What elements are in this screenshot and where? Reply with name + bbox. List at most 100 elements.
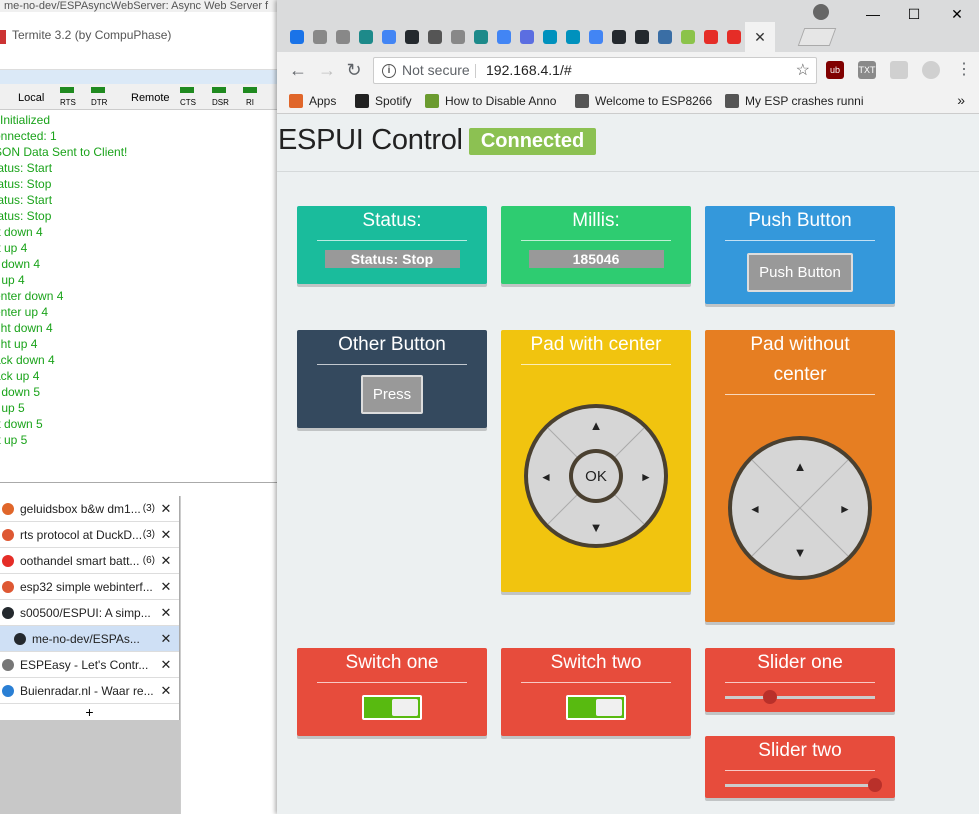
bookmark-icon [725,94,739,108]
log-line: r down 4 [0,257,41,271]
pad-center-ok-button[interactable] [573,453,619,499]
page-title: ESPUI Control [278,124,463,156]
pad-right-button[interactable]: ► [839,502,851,516]
rts-label: RTS [60,98,76,107]
close-icon[interactable]: ✕ [160,500,172,516]
browser-tab[interactable] [469,22,492,52]
close-icon[interactable]: ✕ [160,682,172,698]
close-icon[interactable]: ✕ [160,578,172,594]
close-tab-icon[interactable]: ✕ [754,28,766,45]
favicon-icon [473,30,488,44]
browser-tab[interactable] [722,22,745,52]
sidebar-tab-item[interactable]: oothandel smart batt...(6)✕ [0,548,179,574]
switch-one-toggle[interactable] [362,695,422,720]
sidebar-tab-item[interactable]: me-no-dev/ESPAs...✕ [0,626,179,652]
bookmark-item[interactable]: Welcome to ESP8266 [575,94,712,108]
ublock-extension-icon[interactable]: ub [826,61,844,79]
log-line: r up 5 [0,401,25,415]
browser-tab[interactable] [377,22,400,52]
sidebar-tab-item[interactable]: rts protocol at DuckD...(3)✕ [0,522,179,548]
browser-tab[interactable] [492,22,515,52]
back-icon[interactable]: ← [289,60,307,80]
bookmarks-more-icon[interactable]: » [957,92,965,108]
url-text[interactable]: 192.168.4.1/# [486,62,572,78]
pad-left-button[interactable]: ◄ [749,502,761,516]
browser-tab[interactable] [331,22,354,52]
bookmark-item[interactable]: My ESP crashes runni [725,94,864,108]
favicon-icon [496,30,511,44]
sidebar-tab-item[interactable]: ESPEasy - Let's Contr... ✕ [0,652,179,678]
bookmark-icon [289,94,303,108]
browser-tab[interactable] [676,22,699,52]
maximize-icon[interactable]: ☐ [907,6,921,22]
pad-down-button[interactable]: ▼ [590,520,603,535]
close-icon[interactable]: ✕ [160,526,172,542]
new-tab-button[interactable] [797,28,837,46]
reload-icon[interactable]: ↻ [346,60,362,80]
sidebar-tab-title: ESPEasy - Let's Contr... [20,657,149,672]
slider-two-card: Slider two [705,736,895,798]
pad-up-button[interactable]: ▲ [590,418,603,433]
pad-divider-line [751,459,849,557]
log-line: onnected: 1 [0,129,57,143]
txt-extension-icon[interactable]: TXT [858,61,876,79]
extension-icon[interactable] [890,61,908,79]
pad-up-button[interactable]: ▲ [794,459,807,474]
sidebar-tab-item[interactable]: geluidsbox b&w dm1...(3)✕ [0,496,179,522]
add-tab-icon[interactable]: + [85,704,94,720]
favicon-icon [542,30,557,44]
browser-tab[interactable] [607,22,630,52]
browser-tab[interactable] [515,22,538,52]
pad-right-button[interactable]: ► [640,470,652,484]
favicon-icon [2,684,14,697]
profile-icon[interactable] [813,4,829,20]
forward-icon[interactable]: → [318,60,336,80]
ri-label: RI [246,98,254,107]
browser-tab[interactable] [354,22,377,52]
browser-tab[interactable] [423,22,446,52]
rts-led [60,87,74,93]
slider-two-thumb[interactable] [868,778,882,792]
minimize-icon[interactable]: — [866,6,880,22]
switch-two-toggle[interactable] [566,695,626,720]
press-button[interactable]: Press [361,375,423,414]
bookmark-item[interactable]: How to Disable Anno [425,94,556,108]
bookmark-item[interactable]: Apps [289,94,336,108]
browser-tab[interactable] [285,22,308,52]
info-icon[interactable]: i [382,64,396,78]
browser-tab[interactable] [400,22,423,52]
close-icon[interactable]: ✕ [160,552,172,568]
sidebar-tab-item[interactable]: s00500/ESPUI: A simp...✕ [0,600,179,626]
address-bar[interactable]: i Not secure 192.168.4.1/# ☆ [373,57,817,84]
sidebar-tab-item[interactable]: esp32 simple webinterf...✕ [0,574,179,600]
extension-circle-icon[interactable] [922,61,940,79]
browser-tab[interactable] [538,22,561,52]
slider-one-thumb[interactable] [763,690,777,704]
browser-tab[interactable] [561,22,584,52]
bookmark-star-icon[interactable]: ☆ [795,62,810,79]
close-icon[interactable]: ✕ [160,630,172,646]
browser-tab[interactable] [653,22,676,52]
bookmark-item[interactable]: Spotify [355,94,412,108]
close-window-icon[interactable]: ✕ [951,6,963,22]
active-browser-tab[interactable]: ✕ [745,22,775,52]
pad-with-center: OK ▲ ▼ ◄ ► [524,404,668,548]
browser-tab[interactable] [584,22,607,52]
browser-tab[interactable] [630,22,653,52]
push-button[interactable]: Push Button [747,253,853,292]
bookmark-label: How to Disable Anno [445,94,557,108]
sidebar-tab-item[interactable]: Buienradar.nl - Waar re...✕ [0,678,179,704]
browser-tab[interactable] [699,22,722,52]
pad-down-button[interactable]: ▼ [794,545,807,560]
favicon-icon [588,30,603,44]
close-icon[interactable]: ✕ [160,604,172,620]
slider-one-track[interactable] [725,696,875,699]
favicon-icon [611,30,626,44]
slider-two-track[interactable] [725,784,875,787]
menu-kebab-icon[interactable]: ⋮ [956,61,972,78]
browser-tab[interactable] [446,22,469,52]
bookmark-icon [355,94,369,108]
close-icon[interactable]: ✕ [160,656,172,672]
pad-left-button[interactable]: ◄ [540,470,552,484]
browser-tab[interactable] [308,22,331,52]
